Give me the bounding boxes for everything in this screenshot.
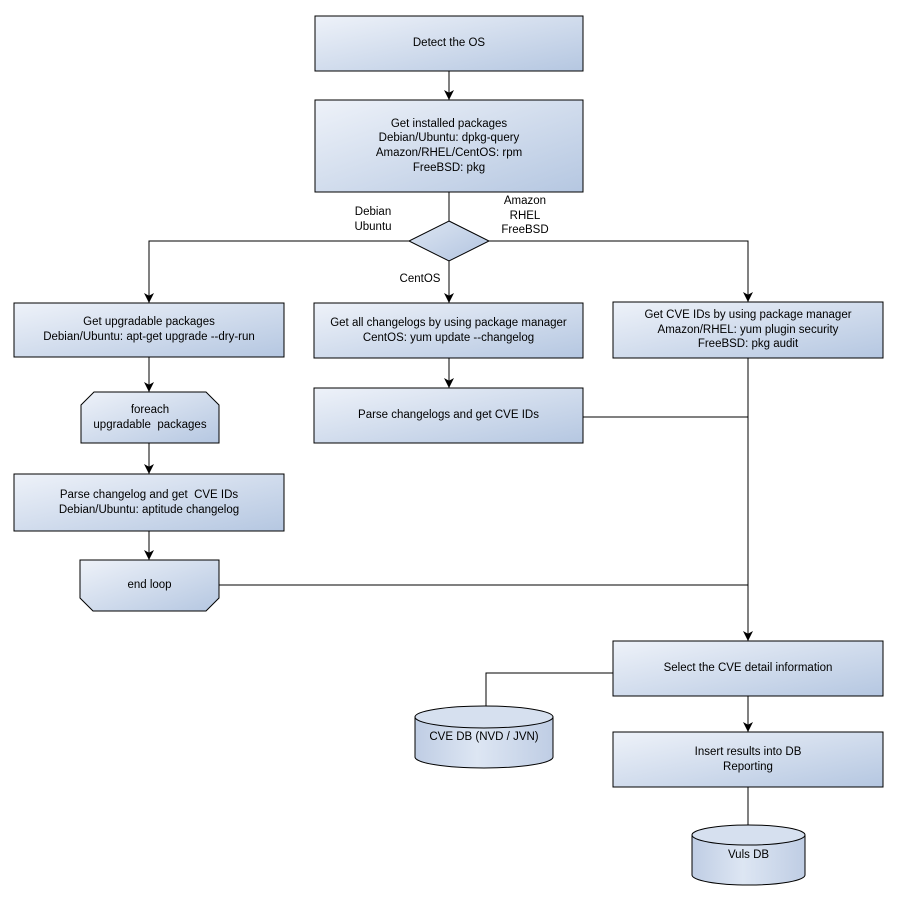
database-vuls-db-top <box>691 824 806 846</box>
process-get-installed-packages <box>314 99 584 193</box>
edge-decision-to-upgradable <box>144 240 409 303</box>
process-detect-os <box>314 15 584 72</box>
database-cve-db-body <box>414 717 554 769</box>
shape-layer <box>13 15 884 886</box>
process-parse-changelog-debian <box>13 473 285 532</box>
loop-start-foreach <box>80 391 220 444</box>
process-parse-changelogs <box>313 387 584 444</box>
database-vuls-db-body <box>691 835 806 886</box>
process-select-cve-detail <box>612 640 884 697</box>
process-get-upgradable-packages <box>13 302 285 358</box>
edge-layer <box>144 71 753 825</box>
process-insert-results <box>612 731 884 788</box>
database-cve-db-top <box>414 705 554 729</box>
process-get-cve-ids <box>612 301 884 359</box>
process-get-all-changelogs <box>313 302 584 359</box>
decision-os-branch <box>407 220 491 262</box>
loop-end <box>79 559 220 612</box>
edge-select-to-cvedb <box>485 672 613 706</box>
edge-decision-to-getcveids <box>489 240 753 302</box>
